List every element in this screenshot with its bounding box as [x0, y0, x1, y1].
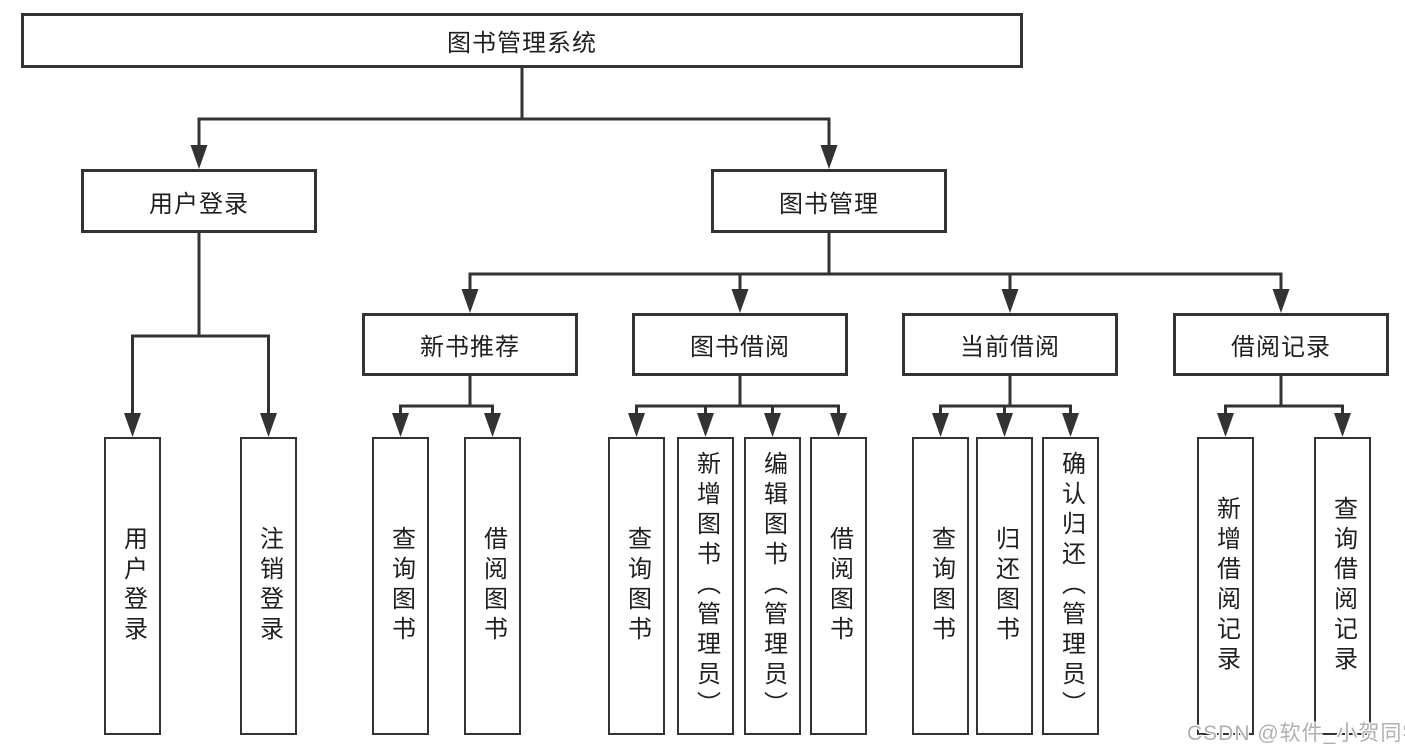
leaf-query-books-newbook-label: 查询图书 — [387, 526, 415, 646]
leaf-borrow-books-newbook-label: 借阅图书 — [479, 526, 507, 646]
leaf-confirm-return-admin-label: 确认归还（管理员） — [1057, 451, 1085, 721]
leaf-add-book-admin-label: 新增图书（管理员） — [692, 451, 720, 721]
leaf-query-borrow-record: 查询借阅记录 — [1314, 437, 1371, 735]
leaf-query-books-current: 查询图书 — [912, 437, 969, 735]
leaf-query-books-borrow: 查询图书 — [608, 437, 665, 735]
leaf-query-books-current-label: 查询图书 — [927, 526, 955, 646]
leaf-edit-book-admin-label: 编辑图书（管理员） — [759, 451, 787, 721]
leaf-return-book-label: 归还图书 — [991, 526, 1019, 646]
leaf-borrow-books: 借阅图书 — [810, 437, 867, 735]
node-library-system: 图书管理系统 — [21, 13, 1023, 68]
leaf-logout: 注销登录 — [240, 437, 297, 735]
leaf-query-books-newbook: 查询图书 — [372, 437, 429, 735]
leaf-borrow-books-newbook: 借阅图书 — [464, 437, 521, 735]
leaf-add-borrow-record: 新增借阅记录 — [1197, 437, 1254, 735]
leaf-borrow-books-label: 借阅图书 — [825, 526, 853, 646]
node-book-management: 图书管理 — [711, 169, 947, 233]
node-borrowing-records: 借阅记录 — [1173, 313, 1389, 376]
leaf-return-book: 归还图书 — [976, 437, 1033, 735]
leaf-add-book-admin: 新增图书（管理员） — [677, 437, 734, 735]
node-new-book-recommendation: 新书推荐 — [362, 313, 578, 376]
leaf-edit-book-admin: 编辑图书（管理员） — [744, 437, 801, 735]
leaf-user-login: 用户登录 — [104, 437, 161, 735]
leaf-query-borrow-record-label: 查询借阅记录 — [1329, 496, 1357, 676]
leaf-user-login-label: 用户登录 — [119, 526, 147, 646]
leaf-query-books-borrow-label: 查询图书 — [623, 526, 651, 646]
leaf-logout-label: 注销登录 — [255, 526, 283, 646]
leaf-add-borrow-record-label: 新增借阅记录 — [1212, 496, 1240, 676]
node-user-login: 用户登录 — [81, 169, 317, 233]
node-current-borrowing: 当前借阅 — [902, 313, 1118, 376]
leaf-confirm-return-admin: 确认归还（管理员） — [1042, 437, 1099, 735]
csdn-watermark: CSDN @软件_小贺同学 — [1187, 722, 1405, 745]
node-book-borrowing: 图书借阅 — [632, 313, 848, 376]
